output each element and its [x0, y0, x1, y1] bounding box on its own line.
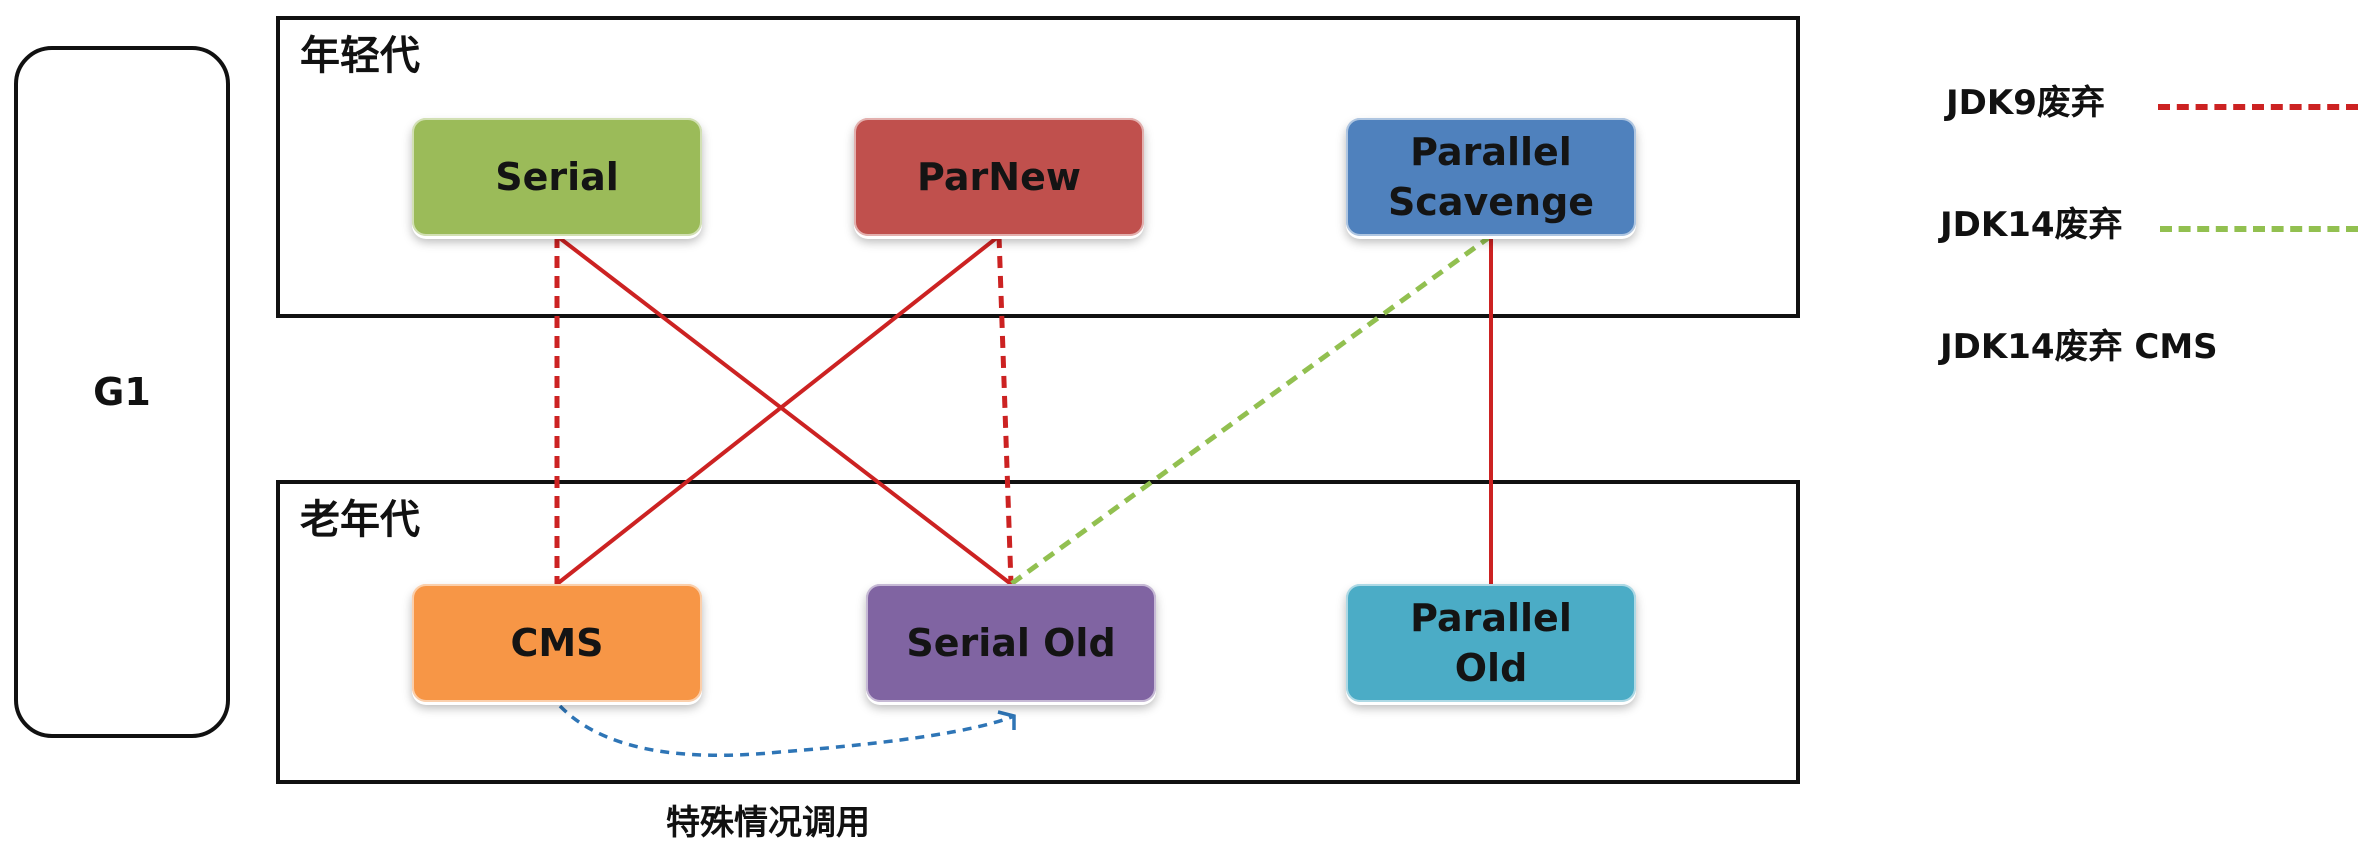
legend-jdk9-line	[2158, 104, 2358, 110]
legend-jdk9-label: JDK9废弃	[1946, 83, 2105, 123]
legend-jdk14-cms-label: JDK14废弃 CMS	[1940, 327, 2218, 367]
parallel-old-collector: Parallel Old	[1346, 584, 1636, 702]
young-generation-label: 年轻代	[300, 33, 420, 79]
serial-collector: Serial	[412, 118, 702, 236]
old-generation-label: 老年代	[300, 497, 420, 543]
special-call-label: 特殊情况调用	[666, 803, 870, 843]
legend-jdk14-label: JDK14废弃	[1940, 205, 2123, 245]
serial-old-collector: Serial Old	[866, 584, 1156, 702]
g1-collector: G1	[14, 46, 230, 738]
parallel-scavenge-collector: Parallel Scavenge	[1346, 118, 1636, 236]
parnew-collector: ParNew	[854, 118, 1144, 236]
legend-jdk14-line	[2160, 226, 2358, 232]
cms-collector: CMS	[412, 584, 702, 702]
